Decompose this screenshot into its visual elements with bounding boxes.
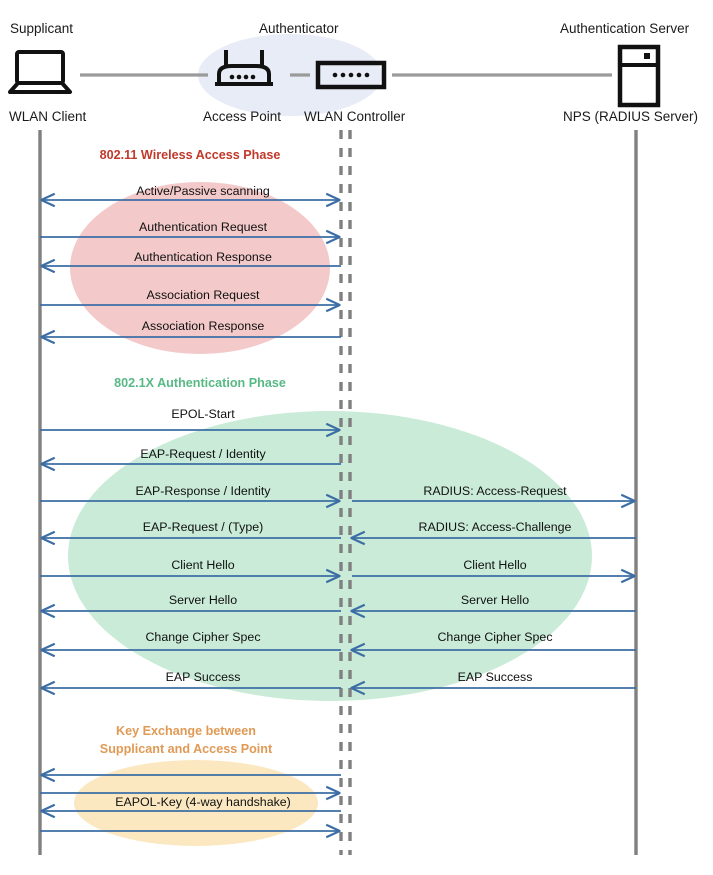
phase-title-802-11: 802.11 Wireless Access Phase xyxy=(100,148,281,162)
msg-label-change-cipher-spec-right: Change Cipher Spec xyxy=(437,630,552,644)
actor-role-auth-server: Authentication Server xyxy=(560,21,690,36)
phase-802-1x-ellipse xyxy=(68,411,592,701)
msg-label-association-response: Association Response xyxy=(142,319,265,333)
msg-label-radius-access-request: RADIUS: Access-Request xyxy=(423,484,567,498)
server-icon xyxy=(617,44,661,108)
msg-label-authentication-response: Authentication Response xyxy=(134,250,272,264)
msg-label-association-request: Association Request xyxy=(147,288,261,302)
msg-label-radius-access-challenge: RADIUS: Access-Challenge xyxy=(419,520,572,534)
actor-device-access-point: Access Point xyxy=(203,109,281,124)
msg-label-authentication-request: Authentication Request xyxy=(139,220,268,234)
phase-title-key-exchange-line2: Supplicant and Access Point xyxy=(100,742,273,756)
wlan-controller-icon xyxy=(315,60,387,90)
actor-role-authenticator: Authenticator xyxy=(259,21,339,36)
laptop-icon xyxy=(8,50,72,94)
msg-label-eap-request-identity: EAP-Request / Identity xyxy=(140,447,266,461)
actor-device-wlan-controller: WLAN Controller xyxy=(304,109,406,124)
msg-label-eap-success-left: EAP Success xyxy=(166,670,241,684)
msg-label-eapol-key-handshake: EAPOL-Key (4-way handshake) xyxy=(115,795,291,809)
phase-802-11-arrows xyxy=(40,200,341,337)
access-point-icon xyxy=(215,50,273,86)
phase-title-802-1x: 802.1X Authentication Phase xyxy=(114,376,286,390)
msg-label-eap-request-type: EAP-Request / (Type) xyxy=(143,520,264,534)
actor-role-supplicant: Supplicant xyxy=(10,21,73,36)
msg-label-epol-start: EPOL-Start xyxy=(171,407,235,421)
access-point-leds xyxy=(229,74,256,80)
msg-label-eap-response-identity: EAP-Response / Identity xyxy=(136,484,272,498)
msg-label-server-hello-right: Server Hello xyxy=(461,593,529,607)
phase-802-1x-arrows xyxy=(40,430,636,688)
actor-device-wlan-client: WLAN Client xyxy=(9,109,87,124)
phase-802-11-ellipse xyxy=(70,182,330,354)
msg-label-client-hello-left: Client Hello xyxy=(171,558,234,572)
msg-label-server-hello-left: Server Hello xyxy=(169,593,237,607)
msg-label-change-cipher-spec-left: Change Cipher Spec xyxy=(145,630,260,644)
actor-device-nps: NPS (RADIUS Server) xyxy=(563,109,698,124)
msg-label-client-hello-right: Client Hello xyxy=(463,558,526,572)
phase-title-key-exchange-line1: Key Exchange between xyxy=(116,724,256,738)
phase-key-exchange-arrows xyxy=(40,775,341,831)
msg-label-active-passive-scanning: Active/Passive scanning xyxy=(136,184,270,198)
msg-label-eap-success-right: EAP Success xyxy=(458,670,533,684)
phase-key-exchange-ellipse xyxy=(74,760,318,846)
